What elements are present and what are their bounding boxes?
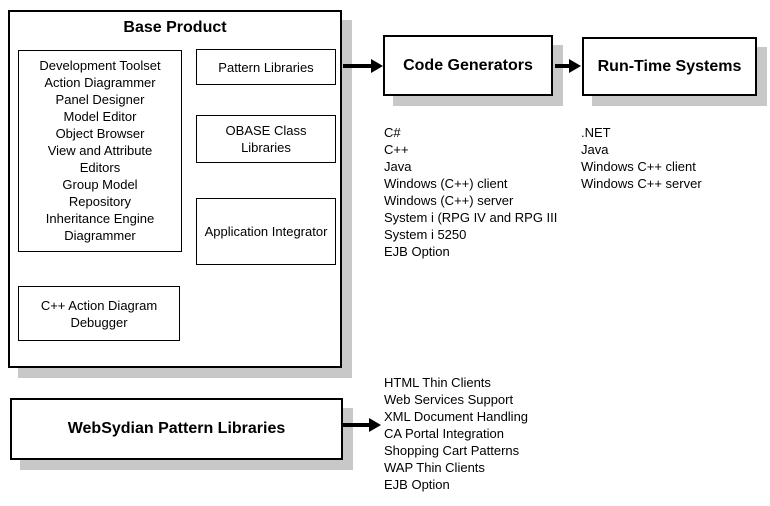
list-item: Repository bbox=[68, 194, 132, 209]
list-item: Shopping Cart Patterns bbox=[384, 443, 520, 458]
list-item: Panel Designer bbox=[55, 92, 145, 107]
run-time-systems-box: Run-Time Systems bbox=[582, 37, 757, 96]
list-item: Diagrammer bbox=[64, 228, 136, 243]
arrow-line bbox=[343, 64, 371, 68]
list-item: XML Document Handling bbox=[384, 409, 529, 424]
list-item: Debugger bbox=[70, 314, 128, 330]
application-integrator-label: Application Integrator bbox=[204, 224, 328, 239]
base-product-title: Base Product bbox=[123, 19, 227, 36]
list-item: System i 5250 bbox=[384, 227, 467, 242]
arrow-line bbox=[555, 64, 569, 68]
list-item: Java bbox=[384, 159, 412, 174]
list-item: EJB Option bbox=[384, 244, 450, 259]
arrow-head bbox=[369, 418, 381, 432]
arrow-codegen-to-runtime-icon bbox=[555, 59, 581, 73]
list-item: Windows C++ client bbox=[581, 159, 696, 174]
list-item: View and Attribute bbox=[47, 143, 153, 158]
list-item: Web Services Support bbox=[384, 392, 514, 407]
arrow-head bbox=[569, 59, 581, 73]
list-item: Windows (C++) server bbox=[384, 193, 514, 208]
list-item: C++ Action Diagram bbox=[40, 297, 158, 313]
pattern-libraries-label: Pattern Libraries bbox=[218, 59, 314, 75]
websydian-pattern-libraries-box: WebSydian Pattern Libraries bbox=[10, 398, 343, 460]
list-item: CA Portal Integration bbox=[384, 426, 504, 441]
application-integrator-box: Application Integrator bbox=[196, 198, 336, 265]
websydian-pattern-libraries-title: WebSydian Pattern Libraries bbox=[67, 420, 286, 437]
arrow-websydian-to-features-icon bbox=[343, 418, 381, 432]
list-item: Libraries bbox=[241, 140, 291, 155]
code-generators-box: Code Generators bbox=[383, 35, 553, 96]
list-item: C++ bbox=[384, 142, 409, 157]
list-item: Development Toolset bbox=[39, 58, 161, 73]
arrow-line bbox=[343, 423, 369, 427]
list-item: Windows C++ server bbox=[581, 176, 702, 191]
run-time-systems-title: Run-Time Systems bbox=[597, 57, 742, 75]
list-item: WAP Thin Clients bbox=[384, 460, 485, 475]
list-item: System i (RPG IV and RPG III bbox=[384, 210, 558, 225]
list-item: Model Editor bbox=[63, 109, 137, 124]
pattern-libraries-box: Pattern Libraries bbox=[196, 49, 336, 85]
list-item: Windows (C++) client bbox=[384, 176, 508, 191]
list-item: Group Model bbox=[62, 177, 138, 192]
list-item: .NET bbox=[581, 125, 611, 140]
list-item: C# bbox=[384, 125, 401, 140]
arrow-head bbox=[371, 59, 383, 73]
list-item: Action Diagrammer bbox=[44, 75, 156, 90]
code-generators-title: Code Generators bbox=[403, 56, 533, 74]
list-item: HTML Thin Clients bbox=[384, 375, 491, 390]
list-item: Java bbox=[581, 142, 609, 157]
list-item: Editors bbox=[79, 160, 121, 175]
list-item: Inheritance Engine bbox=[45, 211, 155, 226]
list-item: Object Browser bbox=[55, 126, 145, 141]
list-item: OBASE Class bbox=[225, 123, 307, 138]
list-item: EJB Option bbox=[384, 477, 450, 492]
arrow-base-to-codegen-icon bbox=[343, 59, 383, 73]
